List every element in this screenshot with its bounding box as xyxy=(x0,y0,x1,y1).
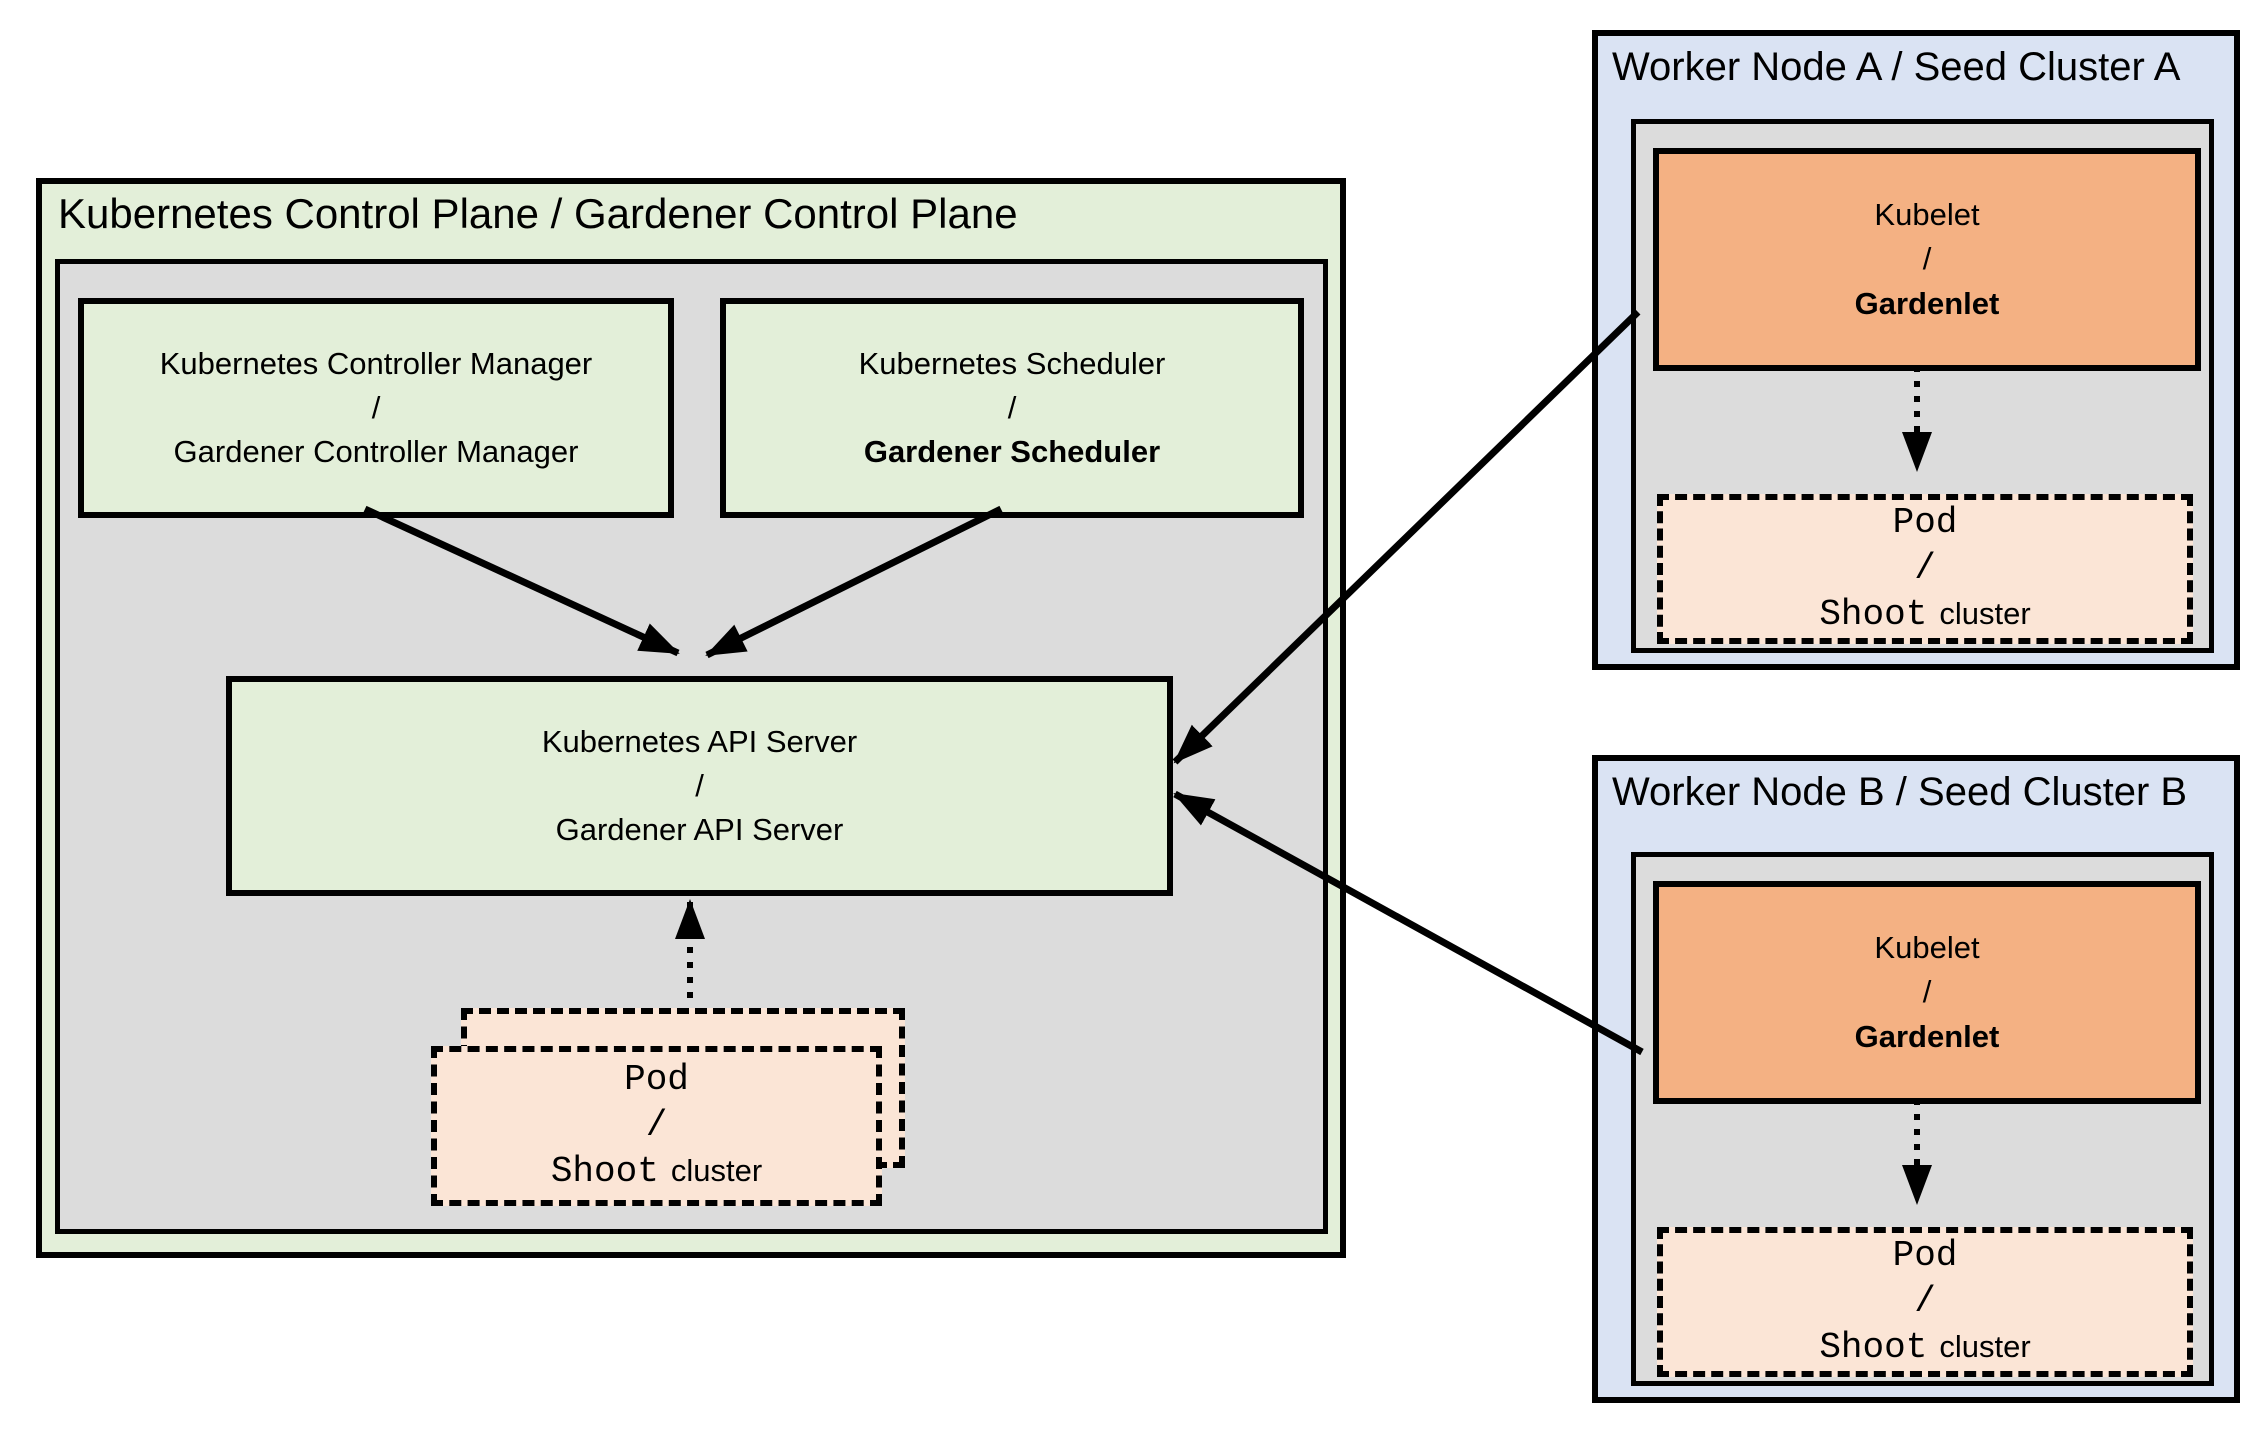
pod-label-top: Pod xyxy=(624,1058,689,1100)
controller-manager-label-sep: / xyxy=(371,389,381,425)
pod-b-label-cluster: cluster xyxy=(1939,1329,2031,1365)
scheduler-label-top: Kubernetes Scheduler xyxy=(858,345,1166,381)
api-server-box: Kubernetes API Server / Gardener API Ser… xyxy=(226,676,1173,896)
pod-b-label-top: Pod xyxy=(1892,1234,1958,1276)
worker-node-a-title: Worker Node A / Seed Cluster A xyxy=(1612,45,2181,89)
pod-b-label-shoot: Shoot xyxy=(1819,1327,1928,1369)
kubelet-a-label-top: Kubelet xyxy=(1874,197,1980,233)
api-server-label-bottom: Gardener API Server xyxy=(555,812,844,847)
shoot-pod-box-b: Pod / Shoot cluster xyxy=(1657,1227,2193,1377)
scheduler-label-sep: / xyxy=(1007,389,1017,425)
pod-a-label-top: Pod xyxy=(1892,501,1958,543)
controller-manager-label-top: Kubernetes Controller Manager xyxy=(159,345,593,381)
worker-node-a-panel: Worker Node A / Seed Cluster A Kubelet /… xyxy=(1592,30,2240,670)
control-plane-title: Kubernetes Control Plane / Gardener Cont… xyxy=(58,190,1018,237)
kubelet-b-label-sep: / xyxy=(1922,974,1932,1010)
kubelet-b-label-bottom: Gardenlet xyxy=(1854,1018,2000,1054)
kubelet-box-a: Kubelet / Gardenlet xyxy=(1653,148,2201,371)
pod-b-label-bottom: Shoot cluster xyxy=(1819,1325,2030,1371)
kubelet-a-label-sep: / xyxy=(1922,241,1932,277)
pod-a-label-cluster: cluster xyxy=(1939,596,2031,632)
pod-label-cluster: cluster xyxy=(670,1153,763,1189)
controller-manager-label-bottom: Gardener Controller Manager xyxy=(173,434,579,469)
shoot-pod-box: Pod / Shoot cluster xyxy=(431,1046,882,1206)
control-plane-panel: Kubernetes Control Plane / Gardener Cont… xyxy=(36,178,1346,1258)
worker-node-a-inner-panel: Kubelet / Gardenlet Pod / Shoot cluster xyxy=(1631,119,2214,653)
scheduler-label-bottom: Gardener Scheduler xyxy=(863,434,1161,469)
pod-label-bottom: Shoot cluster xyxy=(551,1149,762,1195)
worker-node-b-inner-panel: Kubelet / Gardenlet Pod / Shoot cluster xyxy=(1631,852,2214,1386)
control-plane-inner-panel: Kubernetes Controller Manager / Gardener… xyxy=(55,259,1328,1234)
kubelet-b-label-top: Kubelet xyxy=(1874,930,1980,966)
pod-label-sep: / xyxy=(645,1104,668,1146)
shoot-pod-box-a: Pod / Shoot cluster xyxy=(1657,494,2193,644)
worker-node-b-title: Worker Node B / Seed Cluster B xyxy=(1612,770,2188,814)
pod-a-label-bottom: Shoot cluster xyxy=(1819,592,2030,638)
scheduler-box: Kubernetes Scheduler / Gardener Schedule… xyxy=(720,298,1304,518)
api-server-label-sep: / xyxy=(695,767,704,803)
pod-b-label-sep: / xyxy=(1914,1280,1936,1322)
worker-node-b-panel: Worker Node B / Seed Cluster B Kubelet /… xyxy=(1592,755,2240,1403)
pod-a-label-shoot: Shoot xyxy=(1819,594,1928,636)
api-server-label-top: Kubernetes API Server xyxy=(541,723,858,759)
kubelet-box-b: Kubelet / Gardenlet xyxy=(1653,881,2201,1104)
controller-manager-box: Kubernetes Controller Manager / Gardener… xyxy=(78,298,674,518)
kubelet-a-label-bottom: Gardenlet xyxy=(1854,285,2000,321)
pod-label-shoot: Shoot xyxy=(550,1151,659,1193)
pod-a-label-sep: / xyxy=(1914,547,1936,589)
